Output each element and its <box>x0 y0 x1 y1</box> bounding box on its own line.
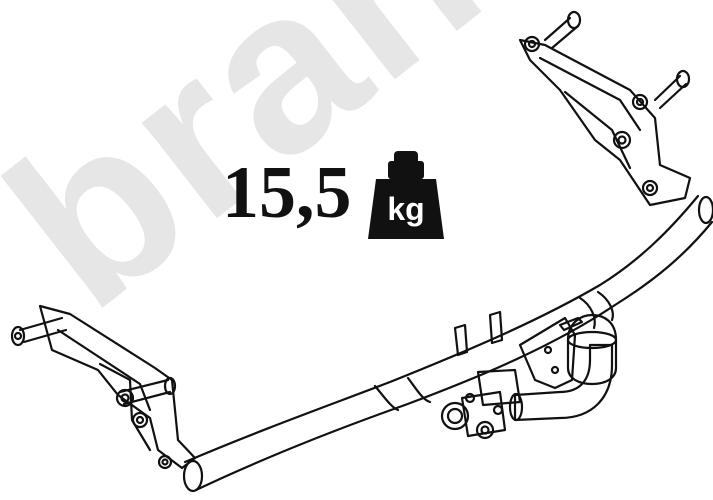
crossbar-tube <box>183 194 700 464</box>
left-bracket <box>38 304 197 470</box>
hitch-mount-plate <box>518 316 577 390</box>
tow-ball-arm <box>513 343 614 422</box>
weight-icon <box>368 151 444 239</box>
tow-ball <box>566 313 618 386</box>
tube-end-left <box>182 459 204 493</box>
weight-value: 15,5 <box>222 152 352 234</box>
weight-unit: kg <box>387 191 425 227</box>
right-bracket <box>518 38 692 207</box>
